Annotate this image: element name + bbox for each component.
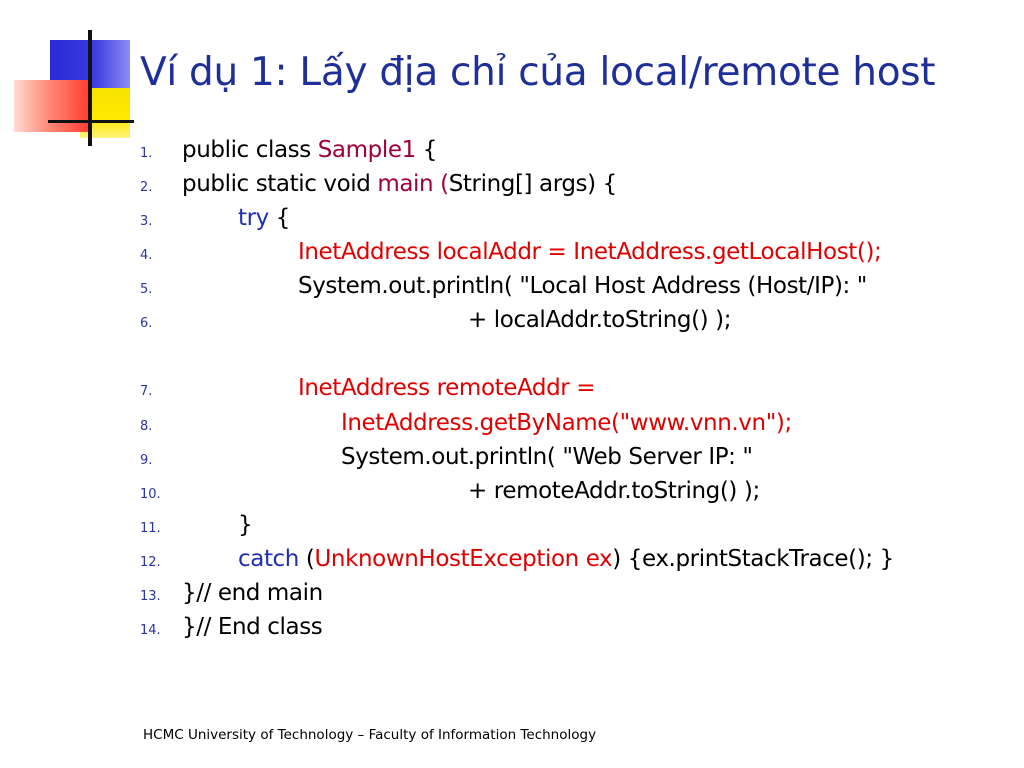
code-line: 2. public static void main (String[] arg… bbox=[0, 171, 1024, 203]
line-number: 13. bbox=[140, 589, 161, 604]
line-number: 8. bbox=[140, 419, 153, 434]
code-line: 6. + localAddr.toString() ); bbox=[0, 307, 1024, 339]
code-text: InetAddress localAddr = InetAddress.getL… bbox=[298, 239, 882, 265]
line-number: 5. bbox=[140, 282, 153, 297]
code-text: } bbox=[238, 512, 253, 538]
code-line: 12. catch (UnknownHostException ex) {ex.… bbox=[0, 546, 1024, 578]
logo-red-block bbox=[14, 80, 90, 132]
code-text: public static void main (String[] args) … bbox=[182, 171, 617, 197]
code-listing: 1. public class Sample1 { 2. public stat… bbox=[0, 137, 1024, 646]
code-text: }// end main bbox=[182, 580, 323, 606]
line-number: 6. bbox=[140, 316, 153, 331]
code-text: + remoteAddr.toString() ); bbox=[468, 478, 760, 504]
line-number: 10. bbox=[140, 487, 161, 502]
code-text: + localAddr.toString() ); bbox=[468, 307, 732, 333]
line-number: 12. bbox=[140, 555, 161, 570]
code-line: 1. public class Sample1 { bbox=[0, 137, 1024, 169]
line-number: 4. bbox=[140, 248, 153, 263]
logo-vertical-line bbox=[88, 30, 92, 146]
slide-logo-decoration bbox=[0, 0, 140, 150]
code-text: try { bbox=[238, 205, 291, 231]
line-number: 1. bbox=[140, 146, 153, 161]
slide-title: Ví dụ 1: Lấy địa chỉ của local/remote ho… bbox=[140, 50, 936, 95]
code-text: }// End class bbox=[182, 614, 323, 640]
code-line: 11. } bbox=[0, 512, 1024, 544]
slide-footer: HCMC University of Technology – Faculty … bbox=[143, 727, 597, 743]
code-line: 9. System.out.println( "Web Server IP: " bbox=[0, 444, 1024, 476]
code-text: InetAddress remoteAddr = bbox=[298, 375, 596, 401]
code-text: public class Sample1 { bbox=[182, 137, 437, 163]
code-line: 3. try { bbox=[0, 205, 1024, 237]
code-line: 10. + remoteAddr.toString() ); bbox=[0, 478, 1024, 510]
code-line: 4. InetAddress localAddr = InetAddress.g… bbox=[0, 239, 1024, 271]
line-number: 2. bbox=[140, 180, 153, 195]
code-text: catch (UnknownHostException ex) {ex.prin… bbox=[238, 546, 894, 572]
code-line: 14. }// End class bbox=[0, 614, 1024, 646]
line-number: 11. bbox=[140, 521, 161, 536]
line-number: 14. bbox=[140, 623, 161, 638]
line-number: 3. bbox=[140, 214, 153, 229]
code-text: System.out.println( "Local Host Address … bbox=[298, 273, 867, 299]
code-line: 8. InetAddress.getByName("www.vnn.vn"); bbox=[0, 410, 1024, 442]
code-line: 13. }// end main bbox=[0, 580, 1024, 612]
code-line: 5. System.out.println( "Local Host Addre… bbox=[0, 273, 1024, 305]
line-number: 9. bbox=[140, 453, 153, 468]
logo-horizontal-line bbox=[48, 120, 134, 123]
code-line: 7. InetAddress remoteAddr = bbox=[0, 375, 1024, 407]
code-text: System.out.println( "Web Server IP: " bbox=[341, 444, 753, 470]
line-number: 7. bbox=[140, 384, 153, 399]
code-text: InetAddress.getByName("www.vnn.vn"); bbox=[341, 410, 792, 436]
